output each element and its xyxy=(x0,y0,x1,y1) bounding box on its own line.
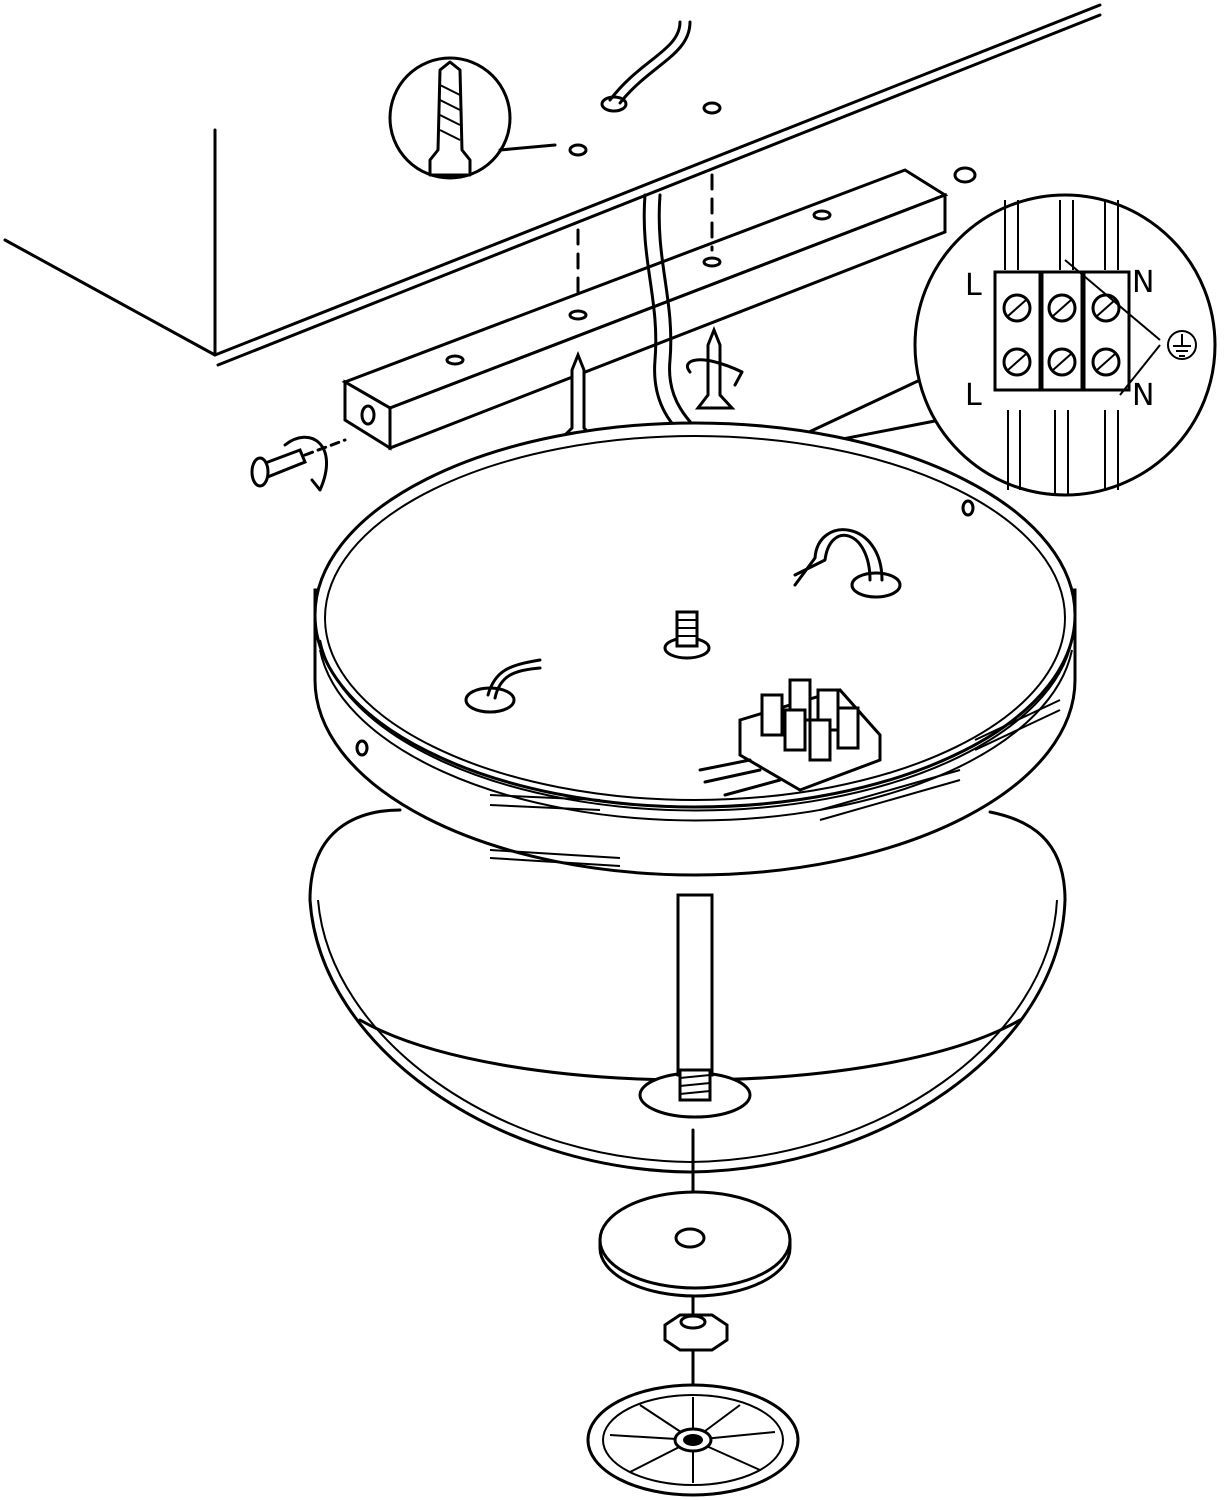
neutral-label-top: N xyxy=(1132,265,1154,300)
center-nipple xyxy=(663,610,711,660)
lamp-canopy xyxy=(313,421,1077,877)
wall-plug-detail xyxy=(388,56,557,180)
ceiling-holes xyxy=(568,20,722,157)
finial-cap xyxy=(586,1383,800,1497)
live-label-bottom: L xyxy=(965,378,982,413)
neutral-label-bottom: N xyxy=(1132,378,1154,413)
alignment-guides xyxy=(576,173,714,302)
wiring-detail: L N L N xyxy=(913,193,1217,497)
cable-grommets xyxy=(464,528,902,714)
hex-nut xyxy=(663,1313,729,1352)
lamp-terminal-block xyxy=(698,678,882,797)
mounting-bracket xyxy=(341,168,949,451)
side-screw xyxy=(250,166,977,492)
terminal-block xyxy=(993,259,1161,396)
earth-ground-icon xyxy=(1167,330,1197,360)
live-label-top: L xyxy=(965,268,982,303)
threaded-rod xyxy=(676,893,714,1102)
ceiling xyxy=(3,3,1102,367)
washer xyxy=(598,1190,792,1298)
